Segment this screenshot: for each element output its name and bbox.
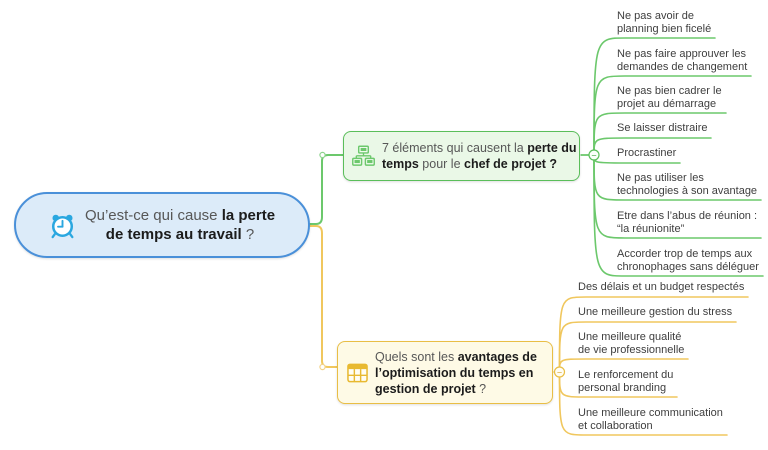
leaf-topic[interactable]: Etre dans l’abus de réunion : “la réunio… [617,210,758,235]
text-segment: 7 éléments qui causent la [382,141,528,155]
leaf-topic[interactable]: Procrastiner [617,147,677,159]
leaf-topic[interactable]: Une meilleure gestion du stress [578,306,733,318]
leaf-topic[interactable]: Ne pas utiliser les technologies à son a… [617,172,758,197]
table-grid-icon [347,363,368,382]
leaf-connector [558,371,728,436]
text-segment: Quels sont les [375,349,458,364]
branch-topic-causes[interactable]: 7 éléments qui causent la perte du temps… [343,131,580,181]
leaf-topic[interactable]: Ne pas avoir de planning bien ficelé [617,10,712,35]
alarm-clock-icon [51,214,74,238]
branch-connector-benefits [309,225,338,368]
text-segment-bold: chef de projet ? [464,157,558,171]
text-segment: Qu’est-ce qui cause [84,206,222,224]
collapse-glyph: − [557,367,562,377]
collapse-button-causes[interactable]: − [588,149,600,161]
branch-connector-causes [309,154,344,225]
leaf-connector [593,154,764,277]
text-segment-bold: la perte de temps au travail [105,206,276,244]
branch-topic-label: Quels sont les avantages de l’optimisati… [375,349,537,397]
text-segment-bold: perte du temps [382,141,577,171]
network-computers-icon [352,145,375,166]
root-topic[interactable]: Qu’est-ce qui cause la perte de temps au… [14,192,310,258]
leaf-connector [593,112,727,156]
branch-topic-label: 7 éléments qui causent la perte du temps… [382,140,577,172]
leaf-topic[interactable]: Le renforcement du personal branding [578,369,674,394]
leaf-topic[interactable]: Se laisser distraire [617,122,708,134]
leaf-topic[interactable]: Ne pas bien cadrer le projet au démarrag… [617,85,722,110]
root-topic-label: Qu’est-ce qui cause la perte de temps au… [85,206,275,245]
leaf-topic[interactable]: Des délais et un budget respectés [578,281,745,293]
junction-dot [319,151,326,159]
collapse-button-benefits[interactable]: − [553,366,566,378]
text-segment: pour le [418,157,464,171]
leaf-topic[interactable]: Accorder trop de temps aux chronophages … [617,248,759,273]
leaf-topic[interactable]: Ne pas faire approuver les demandes de c… [617,48,748,73]
junction-dot [319,363,326,371]
branch-topic-benefits[interactable]: Quels sont les avantages de l’optimisati… [337,341,553,404]
text-segment: ? [241,226,255,243]
leaf-topic[interactable]: Une meilleure qualité de vie professionn… [578,331,685,356]
leaf-topic[interactable]: Une meilleure communication et collabora… [578,407,723,432]
leaf-connector [558,321,737,373]
text-segment: ? [475,381,487,396]
text-segment-bold: avantages de l’optimisation du temps en … [375,349,537,396]
collapse-glyph: − [591,150,596,160]
